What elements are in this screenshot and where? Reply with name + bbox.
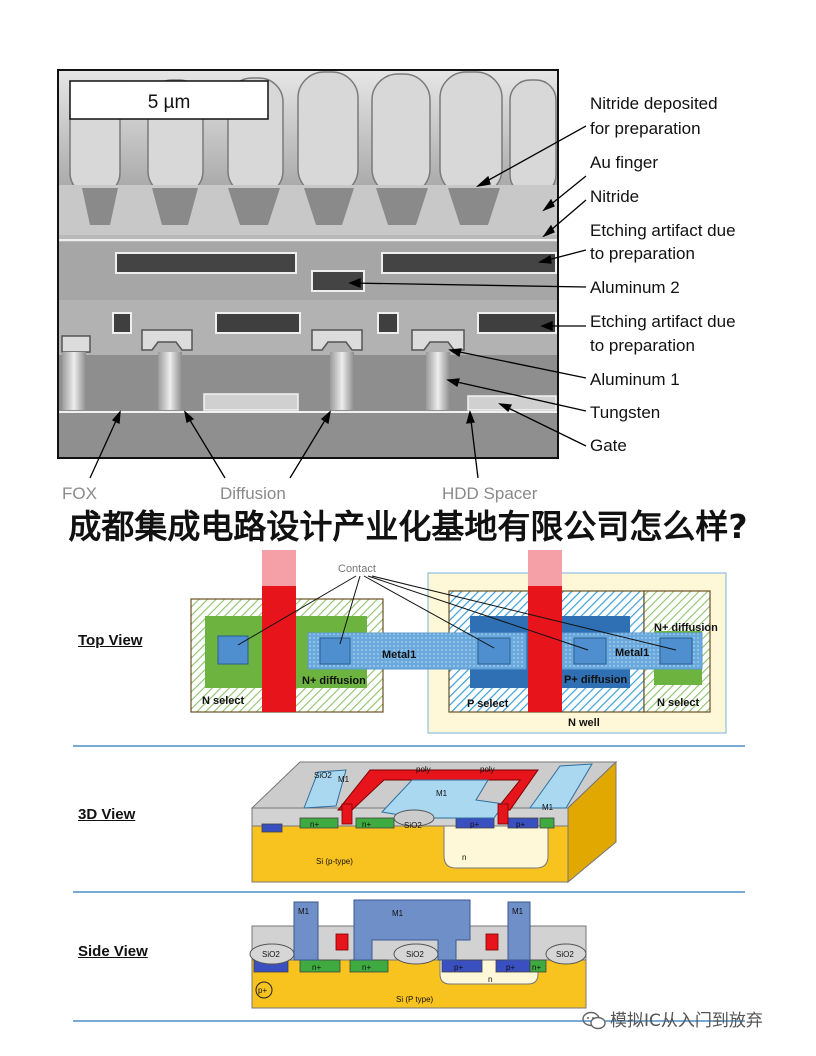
top-n-diffusion-left: N+ diffusion [302, 675, 366, 687]
callout-nitride-deposited-2: for preparation [590, 119, 701, 138]
3d-n-plus-a: n+ [310, 820, 319, 829]
3d-sio2-label: SiO2 [314, 771, 332, 780]
3d-n-well: n [462, 853, 466, 862]
sem-micrograph-figure: 5 µm Nitride deposited for preparation A… [57, 69, 736, 503]
side-sio2-right: SiO2 [556, 950, 574, 959]
side-view-label: Side View [78, 943, 148, 960]
3d-m1-c: M1 [542, 803, 554, 812]
callout-au-finger: Au finger [590, 153, 658, 172]
side-n-plus-tap: n+ [532, 963, 541, 972]
label-hdd-spacer: HDD Spacer [442, 484, 538, 503]
label-fox: FOX [62, 484, 97, 503]
callout-aluminum-2: Aluminum 2 [590, 278, 680, 297]
side-substrate: Si (P type) [396, 995, 434, 1004]
top-view-label: Top View [78, 632, 143, 649]
callout-aluminum-1: Aluminum 1 [590, 370, 680, 389]
top-n-select-right: N select [657, 697, 700, 709]
side-m1-left: M1 [298, 907, 310, 916]
callout-nitride-deposited-1: Nitride deposited [590, 94, 718, 113]
top-view-diagram [190, 550, 727, 734]
side-n-plus-a: n+ [312, 963, 321, 972]
3d-p-plus-a: p+ [470, 820, 479, 829]
3d-view-diagram [250, 760, 618, 884]
side-n-well: n [488, 975, 492, 984]
3d-n-plus-b: n+ [362, 820, 371, 829]
callout-tungsten: Tungsten [590, 403, 660, 422]
side-view-diagram [249, 899, 587, 1009]
3d-poly-a: poly [416, 765, 431, 774]
3d-m1-a: M1 [338, 775, 350, 784]
scale-bar-label: 5 µm [148, 92, 191, 113]
top-metal1-right: Metal1 [615, 647, 649, 659]
top-n-well: N well [568, 717, 600, 729]
side-sio2-mid: SiO2 [406, 950, 424, 959]
3d-substrate: Si (p-type) [316, 857, 353, 866]
top-p-diffusion: P+ diffusion [564, 674, 628, 686]
callout-gate: Gate [590, 436, 627, 455]
top-n-diffusion-right: N+ diffusion [654, 622, 718, 634]
side-sio2-left: SiO2 [262, 950, 280, 959]
top-p-select: P select [467, 698, 509, 710]
side-p-plus-b: p+ [506, 963, 515, 972]
3d-sio2-b: SiO2 [404, 821, 422, 830]
callout-etching-artifact-2a: Etching artifact due [590, 312, 736, 331]
top-contact-label: Contact [338, 563, 376, 575]
watermark: 模拟IC从入门到放弃 [582, 1006, 763, 1031]
wechat-icon [582, 1011, 606, 1030]
3d-m1-b: M1 [436, 789, 448, 798]
callout-etching-artifact-1b: to preparation [590, 244, 695, 263]
3d-view-label: 3D View [78, 806, 136, 823]
top-n-select-left: N select [202, 695, 245, 707]
side-m1-right: M1 [512, 907, 524, 916]
callout-arrows [89, 125, 587, 479]
cmos-layout-figure: Contact Metal1 Metal1 N select N+ diffus… [73, 550, 745, 1022]
side-p-plus-a: p+ [454, 963, 463, 972]
side-p-plus-tap: p+ [258, 986, 267, 995]
side-m1-mid: M1 [392, 909, 404, 918]
callout-etching-artifact-1a: Etching artifact due [590, 221, 736, 240]
article-headline: 成都集成电路设计产业化基地有限公司怎么样? [68, 507, 748, 546]
callout-nitride: Nitride [590, 187, 639, 206]
callout-etching-artifact-2b: to preparation [590, 336, 695, 355]
top-metal1-left: Metal1 [382, 649, 416, 661]
label-diffusion: Diffusion [220, 484, 286, 503]
watermark-text: 模拟IC从入门到放弃 [610, 1011, 763, 1031]
3d-poly-b: poly [480, 765, 495, 774]
side-n-plus-b: n+ [362, 963, 371, 972]
3d-p-plus-b: p+ [516, 820, 525, 829]
sem-image [57, 69, 559, 459]
